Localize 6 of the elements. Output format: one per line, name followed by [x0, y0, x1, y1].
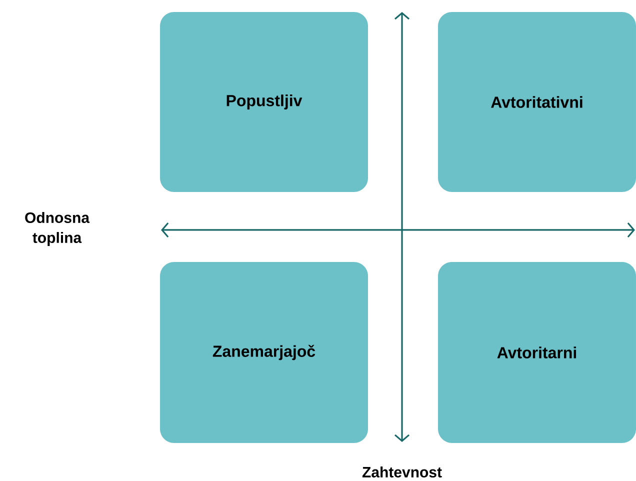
- quadrant-box: Zanemarjajoč: [160, 262, 368, 443]
- axis-label: Odnosna toplina: [25, 212, 90, 246]
- quadrant-box: Avtoritarni: [438, 262, 636, 443]
- quadrant-box: Avtoritativni: [438, 12, 636, 192]
- axis-label: Zahtevnost: [362, 466, 442, 478]
- quadrant-box: Popustljiv: [160, 12, 368, 192]
